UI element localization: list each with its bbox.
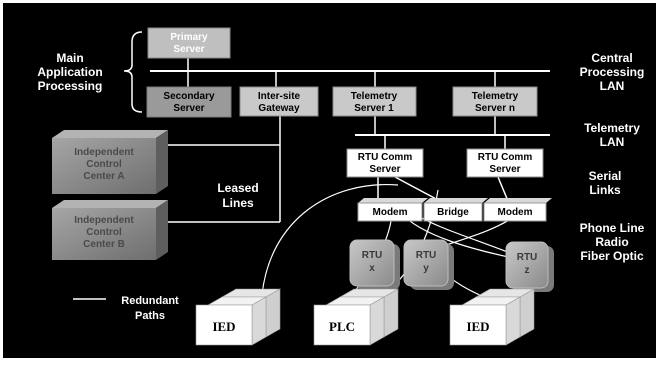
rtu-y-label-1: RTU <box>416 250 437 261</box>
main-app-label-1: Main <box>56 51 83 65</box>
modem-2-label: Modem <box>498 207 533 218</box>
telemetry1-label-2: Server 1 <box>354 103 394 114</box>
rtucomm1-label-2: Server <box>369 164 400 175</box>
central-lan-label-3: LAN <box>600 79 625 93</box>
rtu-z[interactable]: RTU z <box>505 241 554 292</box>
modem-1-label: Modem <box>373 207 408 218</box>
leased-lines-label: Leased Lines <box>217 181 258 210</box>
modem-1[interactable]: Modem <box>357 198 428 222</box>
rtu-z-label-2: z <box>525 265 530 276</box>
secondary-server-label-2: Server <box>173 103 204 114</box>
control-center-b-label-3: Center B <box>83 239 125 250</box>
telemetryn-label-2: Server n <box>475 103 515 114</box>
rtucomm1-label-1: RTU Comm <box>358 152 413 163</box>
plc-device[interactable]: PLC <box>313 288 400 346</box>
serial-links-label-1: Serial <box>589 169 622 183</box>
media-label-2: Radio <box>595 235 628 249</box>
plc-label: PLC <box>329 319 355 334</box>
telemetry-server-n[interactable]: Telemetry Server n <box>452 86 538 117</box>
leased-lines-label-1: Leased <box>217 181 258 195</box>
bridge[interactable]: Bridge <box>423 198 488 222</box>
secondary-server-label-1: Secondary <box>163 91 215 102</box>
rtu-x-label-2: x <box>369 263 375 274</box>
rtu-y-label-2: y <box>423 263 429 274</box>
serial-link-3 <box>497 176 509 202</box>
ied-1-label: IED <box>212 319 235 334</box>
control-center-a[interactable]: Independent Control Center A <box>52 130 168 194</box>
legend-label-2: Paths <box>135 310 165 322</box>
serial-links-label: Serial Links <box>589 169 622 197</box>
bridge-label: Bridge <box>437 207 469 218</box>
ied-device-2[interactable]: IED <box>449 288 536 346</box>
control-center-a-label-3: Center A <box>83 171 124 182</box>
ied-device-1[interactable]: IED <box>195 288 282 346</box>
central-lan-label-1: Central <box>591 51 632 65</box>
telemetry-lan-label: Telemetry LAN <box>584 121 640 149</box>
media-label-1: Phone Line <box>580 221 645 235</box>
primary-server-label-2: Server <box>173 44 204 55</box>
ied-2-label: IED <box>466 319 489 334</box>
main-app-processing-label: Main Application Processing <box>37 51 102 93</box>
rtu-comm-server-1[interactable]: RTU Comm Server <box>346 148 424 178</box>
serial-link-2 <box>394 176 441 202</box>
rtucomm2-label-2: Server <box>489 164 520 175</box>
telemetry-lan-label-2: LAN <box>600 135 625 149</box>
control-center-a-label-1: Independent <box>74 147 134 158</box>
primary-server-label-1: Primary <box>170 32 208 43</box>
leased-lines-label-2: Lines <box>222 196 254 210</box>
rtu-x-label-1: RTU <box>362 250 383 261</box>
control-center-b[interactable]: Independent Control Center B <box>52 200 168 260</box>
media-label-3: Fiber Optic <box>580 249 644 263</box>
control-center-a-label-2: Control <box>86 159 122 170</box>
rtu-comm-server-2[interactable]: RTU Comm Server <box>466 148 544 178</box>
media-label: Phone Line Radio Fiber Optic <box>580 221 645 263</box>
control-center-b-label-1: Independent <box>74 215 134 226</box>
rtucomm2-label-1: RTU Comm <box>478 152 533 163</box>
legend: Redundant Paths <box>73 295 179 322</box>
telemetry1-label-1: Telemetry <box>351 91 398 102</box>
serial-links-label-2: Links <box>589 183 621 197</box>
secondary-server[interactable]: Secondary Server <box>146 86 232 118</box>
telemetry-server-1[interactable]: Telemetry Server 1 <box>332 86 417 117</box>
gateway-label-2: Gateway <box>258 103 300 114</box>
rtu-z-label-1: RTU <box>517 252 538 263</box>
telemetryn-label-1: Telemetry <box>472 91 519 102</box>
telemetry-lan-label-1: Telemetry <box>584 121 640 135</box>
main-app-bracket <box>123 31 143 113</box>
central-lan-label-2: Processing <box>580 65 645 79</box>
central-lan-label: Central Processing LAN <box>580 51 645 93</box>
inter-site-gateway[interactable]: Inter-site Gateway <box>239 86 319 117</box>
redundant-path-1 <box>261 183 399 296</box>
gateway-label-1: Inter-site <box>258 91 301 102</box>
rtu-x[interactable]: RTU x <box>349 239 400 290</box>
rtu-y[interactable]: RTU y <box>403 239 454 290</box>
legend-label-1: Redundant <box>121 295 179 307</box>
control-center-b-label-2: Control <box>86 227 122 238</box>
primary-server[interactable]: Primary Server <box>147 27 231 59</box>
main-app-label-2: Application <box>37 65 102 79</box>
modem-2[interactable]: Modem <box>483 198 552 222</box>
main-app-label-3: Processing <box>38 79 103 93</box>
